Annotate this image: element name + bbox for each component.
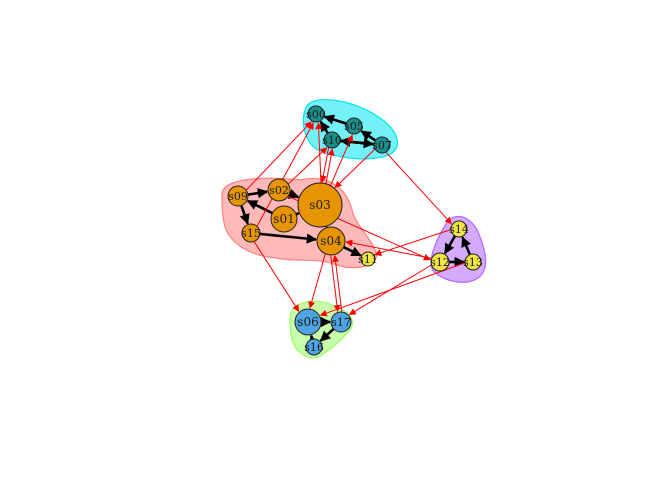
node-label-s16: s16 [304, 341, 324, 354]
edge-s09-s02 [247, 187, 269, 199]
edge-s13-s06 [319, 262, 465, 317]
edge-s17-s04 [332, 254, 343, 312]
node-circle-s03 [297, 182, 343, 228]
edge-s04-s11 [343, 245, 362, 257]
node-s11: s11 [358, 251, 378, 267]
edge-s03-s00 [315, 122, 323, 183]
node-circle-s14 [450, 220, 468, 238]
node-circle-s02 [267, 178, 291, 202]
node-s07: s07 [372, 136, 392, 154]
node-s01: s01 [270, 205, 298, 233]
node-s15: s15 [241, 223, 261, 243]
node-label-s07: s07 [372, 139, 392, 152]
node-s16: s16 [304, 338, 324, 356]
node-label-s06: s06 [297, 315, 318, 329]
node-s03: s03 [297, 182, 343, 228]
node-s13: s13 [463, 253, 483, 271]
node-circle-s11 [360, 251, 376, 267]
node-label-s02: s02 [269, 184, 289, 197]
node-label-s09: s09 [228, 190, 248, 203]
node-s00: s00 [306, 105, 326, 123]
node-circle-s07 [373, 136, 391, 154]
node-circle-s15 [241, 223, 261, 243]
node-s06: s06 [294, 308, 322, 336]
edge-s04-s06 [308, 253, 326, 309]
edge-s09-s00 [245, 121, 312, 191]
edge-s16-s06 [308, 334, 319, 346]
group-hulls [221, 99, 487, 359]
node-s10: s10 [322, 131, 342, 149]
node-s12: s12 [430, 252, 450, 272]
edges [239, 114, 472, 346]
node-label-s05: s05 [344, 120, 364, 133]
node-s09: s09 [227, 185, 249, 207]
edge-s02-s10 [288, 147, 328, 185]
node-circle-s06 [294, 308, 322, 336]
node-s17: s17 [330, 311, 352, 333]
node-circle-s05 [345, 117, 363, 135]
edge-s14-s12 [443, 235, 457, 255]
edge-s07-s10 [339, 136, 375, 148]
node-s04: s04 [316, 226, 346, 256]
node-circle-s04 [316, 226, 346, 256]
edge-s07-s03 [334, 148, 376, 189]
node-circle-s12 [430, 252, 450, 272]
edge-s05-s00 [323, 114, 347, 125]
node-label-s13: s13 [463, 256, 483, 269]
node-circle-s09 [227, 185, 249, 207]
node-circle-s01 [270, 205, 298, 233]
edge-s10-s03 [319, 147, 330, 183]
edge-s03-s10 [325, 148, 335, 184]
edge-s04-s17 [330, 255, 341, 312]
edge-s03-s05 [330, 134, 354, 186]
node-label-s00: s00 [306, 108, 326, 121]
edge-s15-s00 [256, 122, 314, 227]
edge-s07-s14 [385, 151, 452, 225]
node-circle-s17 [330, 311, 352, 333]
edge-s13-s14 [461, 236, 472, 256]
node-s02: s02 [267, 178, 291, 202]
edge-s17-s16 [319, 327, 335, 342]
node-label-s04: s04 [320, 234, 342, 248]
edge-s14-s11 [374, 229, 451, 256]
node-label-s15: s15 [241, 227, 261, 240]
node-circle-s16 [305, 338, 323, 356]
node-s05: s05 [344, 117, 364, 135]
node-label-s10: s10 [322, 134, 342, 147]
edge-s02-s03 [287, 189, 300, 199]
node-circle-s13 [464, 253, 482, 271]
node-label-s03: s03 [309, 198, 330, 212]
edge-s15-s06 [253, 241, 300, 312]
node-circle-s00 [307, 105, 325, 123]
edge-s09-s15 [239, 204, 250, 225]
node-label-s14: s14 [449, 223, 469, 236]
edge-s15-s04 [259, 232, 318, 244]
node-label-s17: s17 [331, 316, 351, 329]
edge-s01-s09 [246, 199, 273, 215]
node-circle-s10 [323, 131, 341, 149]
node-label-s11: s11 [358, 253, 378, 266]
node-label-s12: s12 [430, 256, 450, 269]
node-s14: s14 [449, 220, 469, 238]
node-label-s01: s01 [273, 212, 294, 226]
